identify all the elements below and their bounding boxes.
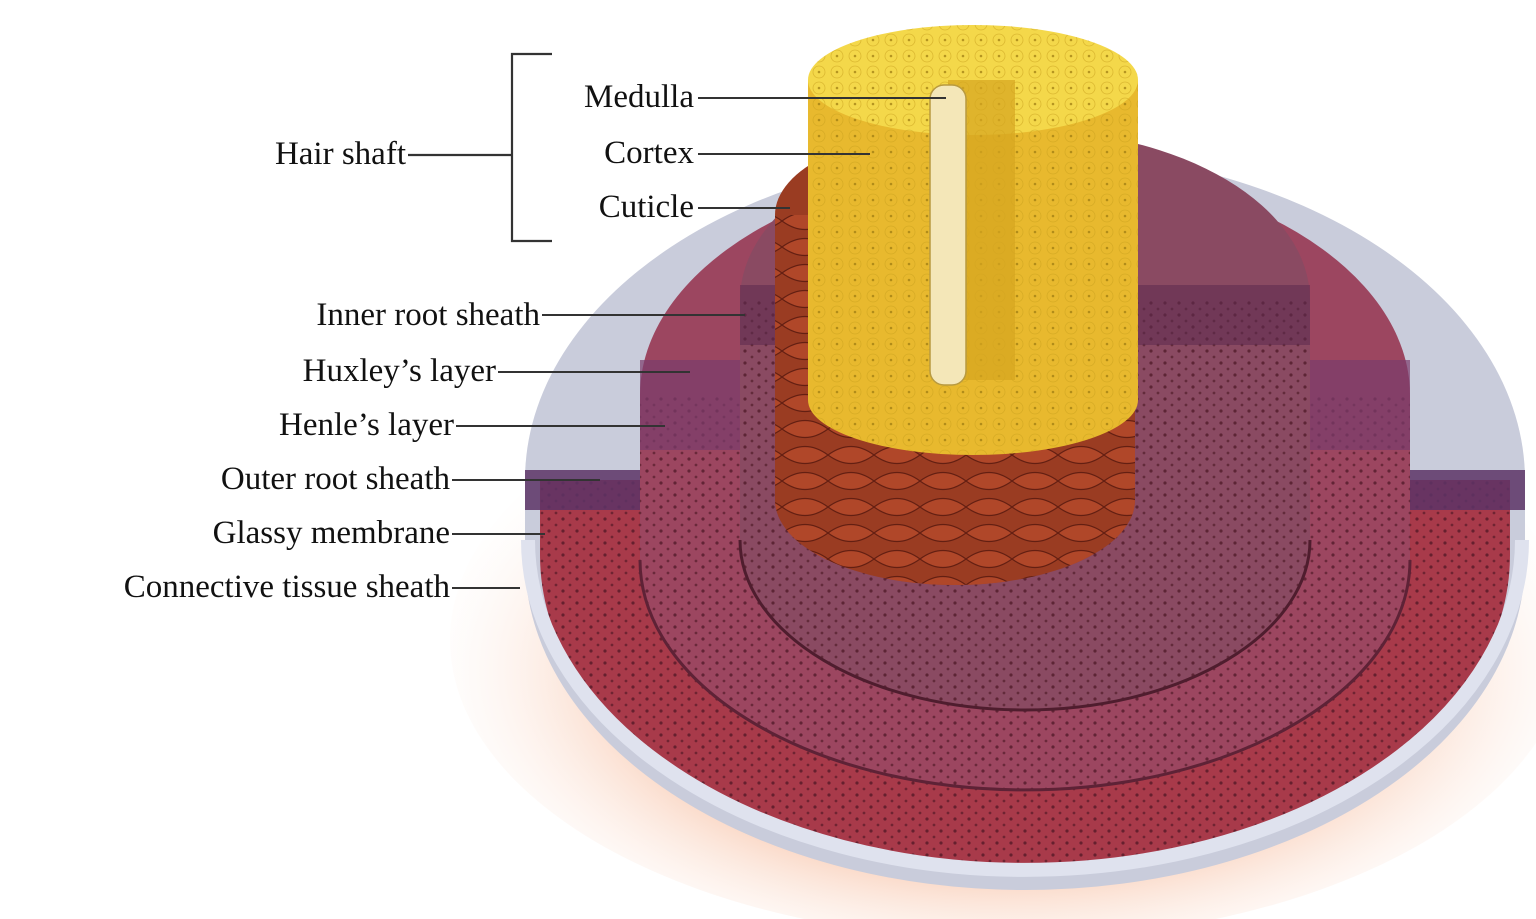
cortex-label: Cortex: [604, 135, 694, 171]
outer-root-sheath-label: Outer root sheath: [220, 461, 450, 497]
medulla-label: Medulla: [584, 79, 694, 115]
leader-lines: [452, 97, 946, 589]
connective-tissue-sheath-label: Connective tissue sheath: [123, 569, 450, 605]
cuticle-label: Cuticle: [598, 189, 694, 225]
glassy-membrane-shape: [521, 539, 1529, 877]
huxleys-layer-label: Huxley’s layer: [302, 353, 496, 389]
hair-shaft-bracket: [408, 52, 552, 243]
cortex-shape: [808, 25, 1138, 455]
glassy-membrane-label: Glassy membrane: [212, 515, 450, 551]
hair-shaft-label: Hair shaft: [274, 136, 406, 172]
inner-root-sheath-label: Inner root sheath: [316, 297, 540, 333]
medulla-shape: [929, 84, 967, 386]
henles-layer-label: Henle’s layer: [278, 407, 454, 443]
